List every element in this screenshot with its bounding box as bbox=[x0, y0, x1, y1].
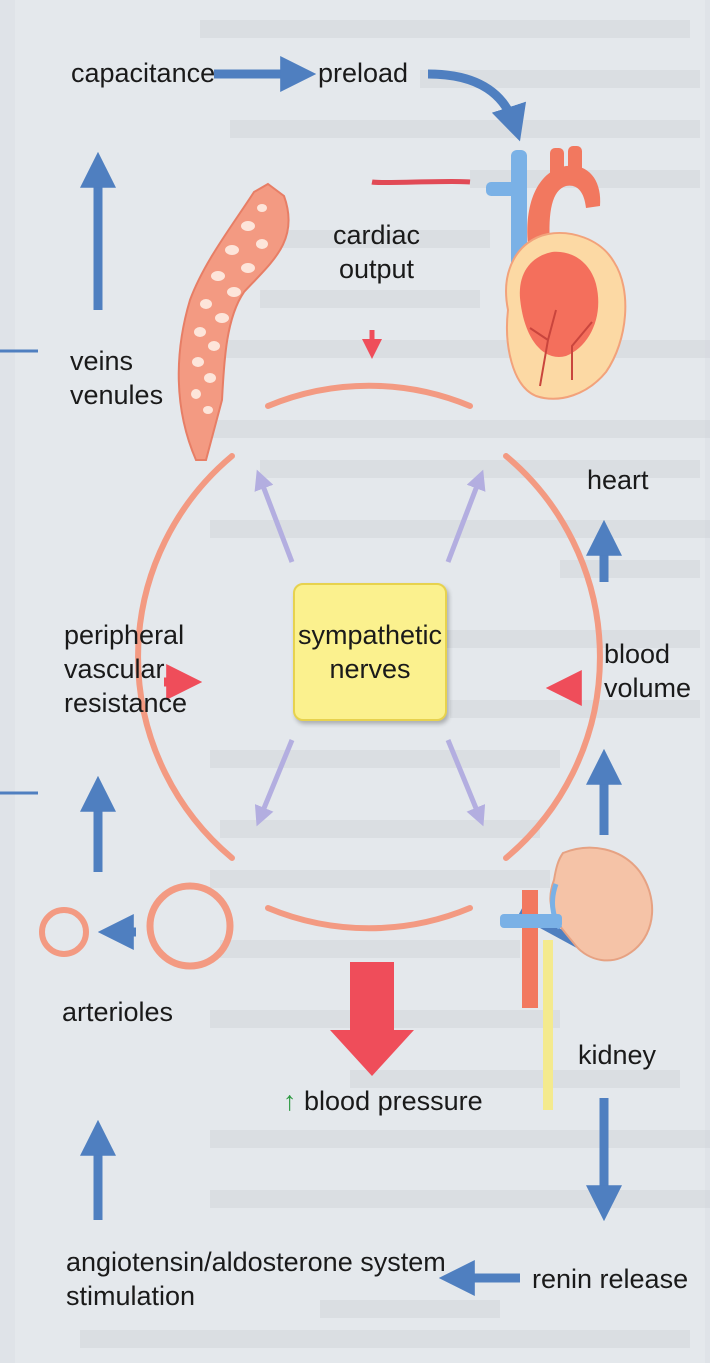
label-blood-volume: blood volume bbox=[604, 637, 691, 705]
label-arterioles: arterioles bbox=[62, 995, 173, 1029]
label-preload: preload bbox=[318, 56, 408, 90]
label-angiotensin-line-2: stimulation bbox=[66, 1279, 446, 1313]
cardiac-output-line bbox=[372, 181, 470, 182]
label-resistance: resistance bbox=[64, 686, 187, 720]
label-peripheral-vascular-resistance: peripheral vascular resistance bbox=[64, 618, 187, 720]
label-blood-pressure: ↑ blood pressure bbox=[283, 1084, 483, 1118]
label-cardiac-output: cardiac output bbox=[333, 218, 420, 286]
label-venules: venules bbox=[70, 378, 163, 412]
label-angiotensin-aldosterone: angiotensin/aldosterone system stimulati… bbox=[66, 1245, 446, 1313]
label-angiotensin-line-1: angiotensin/aldosterone system bbox=[66, 1245, 446, 1279]
increase-arrow-icon: ↑ bbox=[283, 1086, 297, 1116]
label-capacitance: capacitance bbox=[71, 56, 215, 90]
label-blood-pressure-text: blood pressure bbox=[304, 1086, 483, 1116]
label-vascular: vascular bbox=[64, 652, 187, 686]
label-volume: volume bbox=[604, 671, 691, 705]
label-kidney: kidney bbox=[578, 1038, 656, 1072]
label-veins-venules: veins venules bbox=[70, 344, 163, 412]
label-peripheral: peripheral bbox=[64, 618, 187, 652]
label-heart: heart bbox=[587, 463, 649, 497]
label-cardiac-output-line-1: cardiac bbox=[333, 218, 420, 252]
label-sympathetic: sympathetic bbox=[298, 618, 442, 652]
label-nerves: nerves bbox=[329, 652, 410, 686]
label-blood: blood bbox=[604, 637, 691, 671]
label-veins: veins bbox=[70, 344, 163, 378]
sympathetic-nerves-box: sympathetic nerves bbox=[293, 583, 447, 721]
label-cardiac-output-line-2: output bbox=[333, 252, 420, 286]
label-renin-release: renin release bbox=[532, 1262, 688, 1296]
